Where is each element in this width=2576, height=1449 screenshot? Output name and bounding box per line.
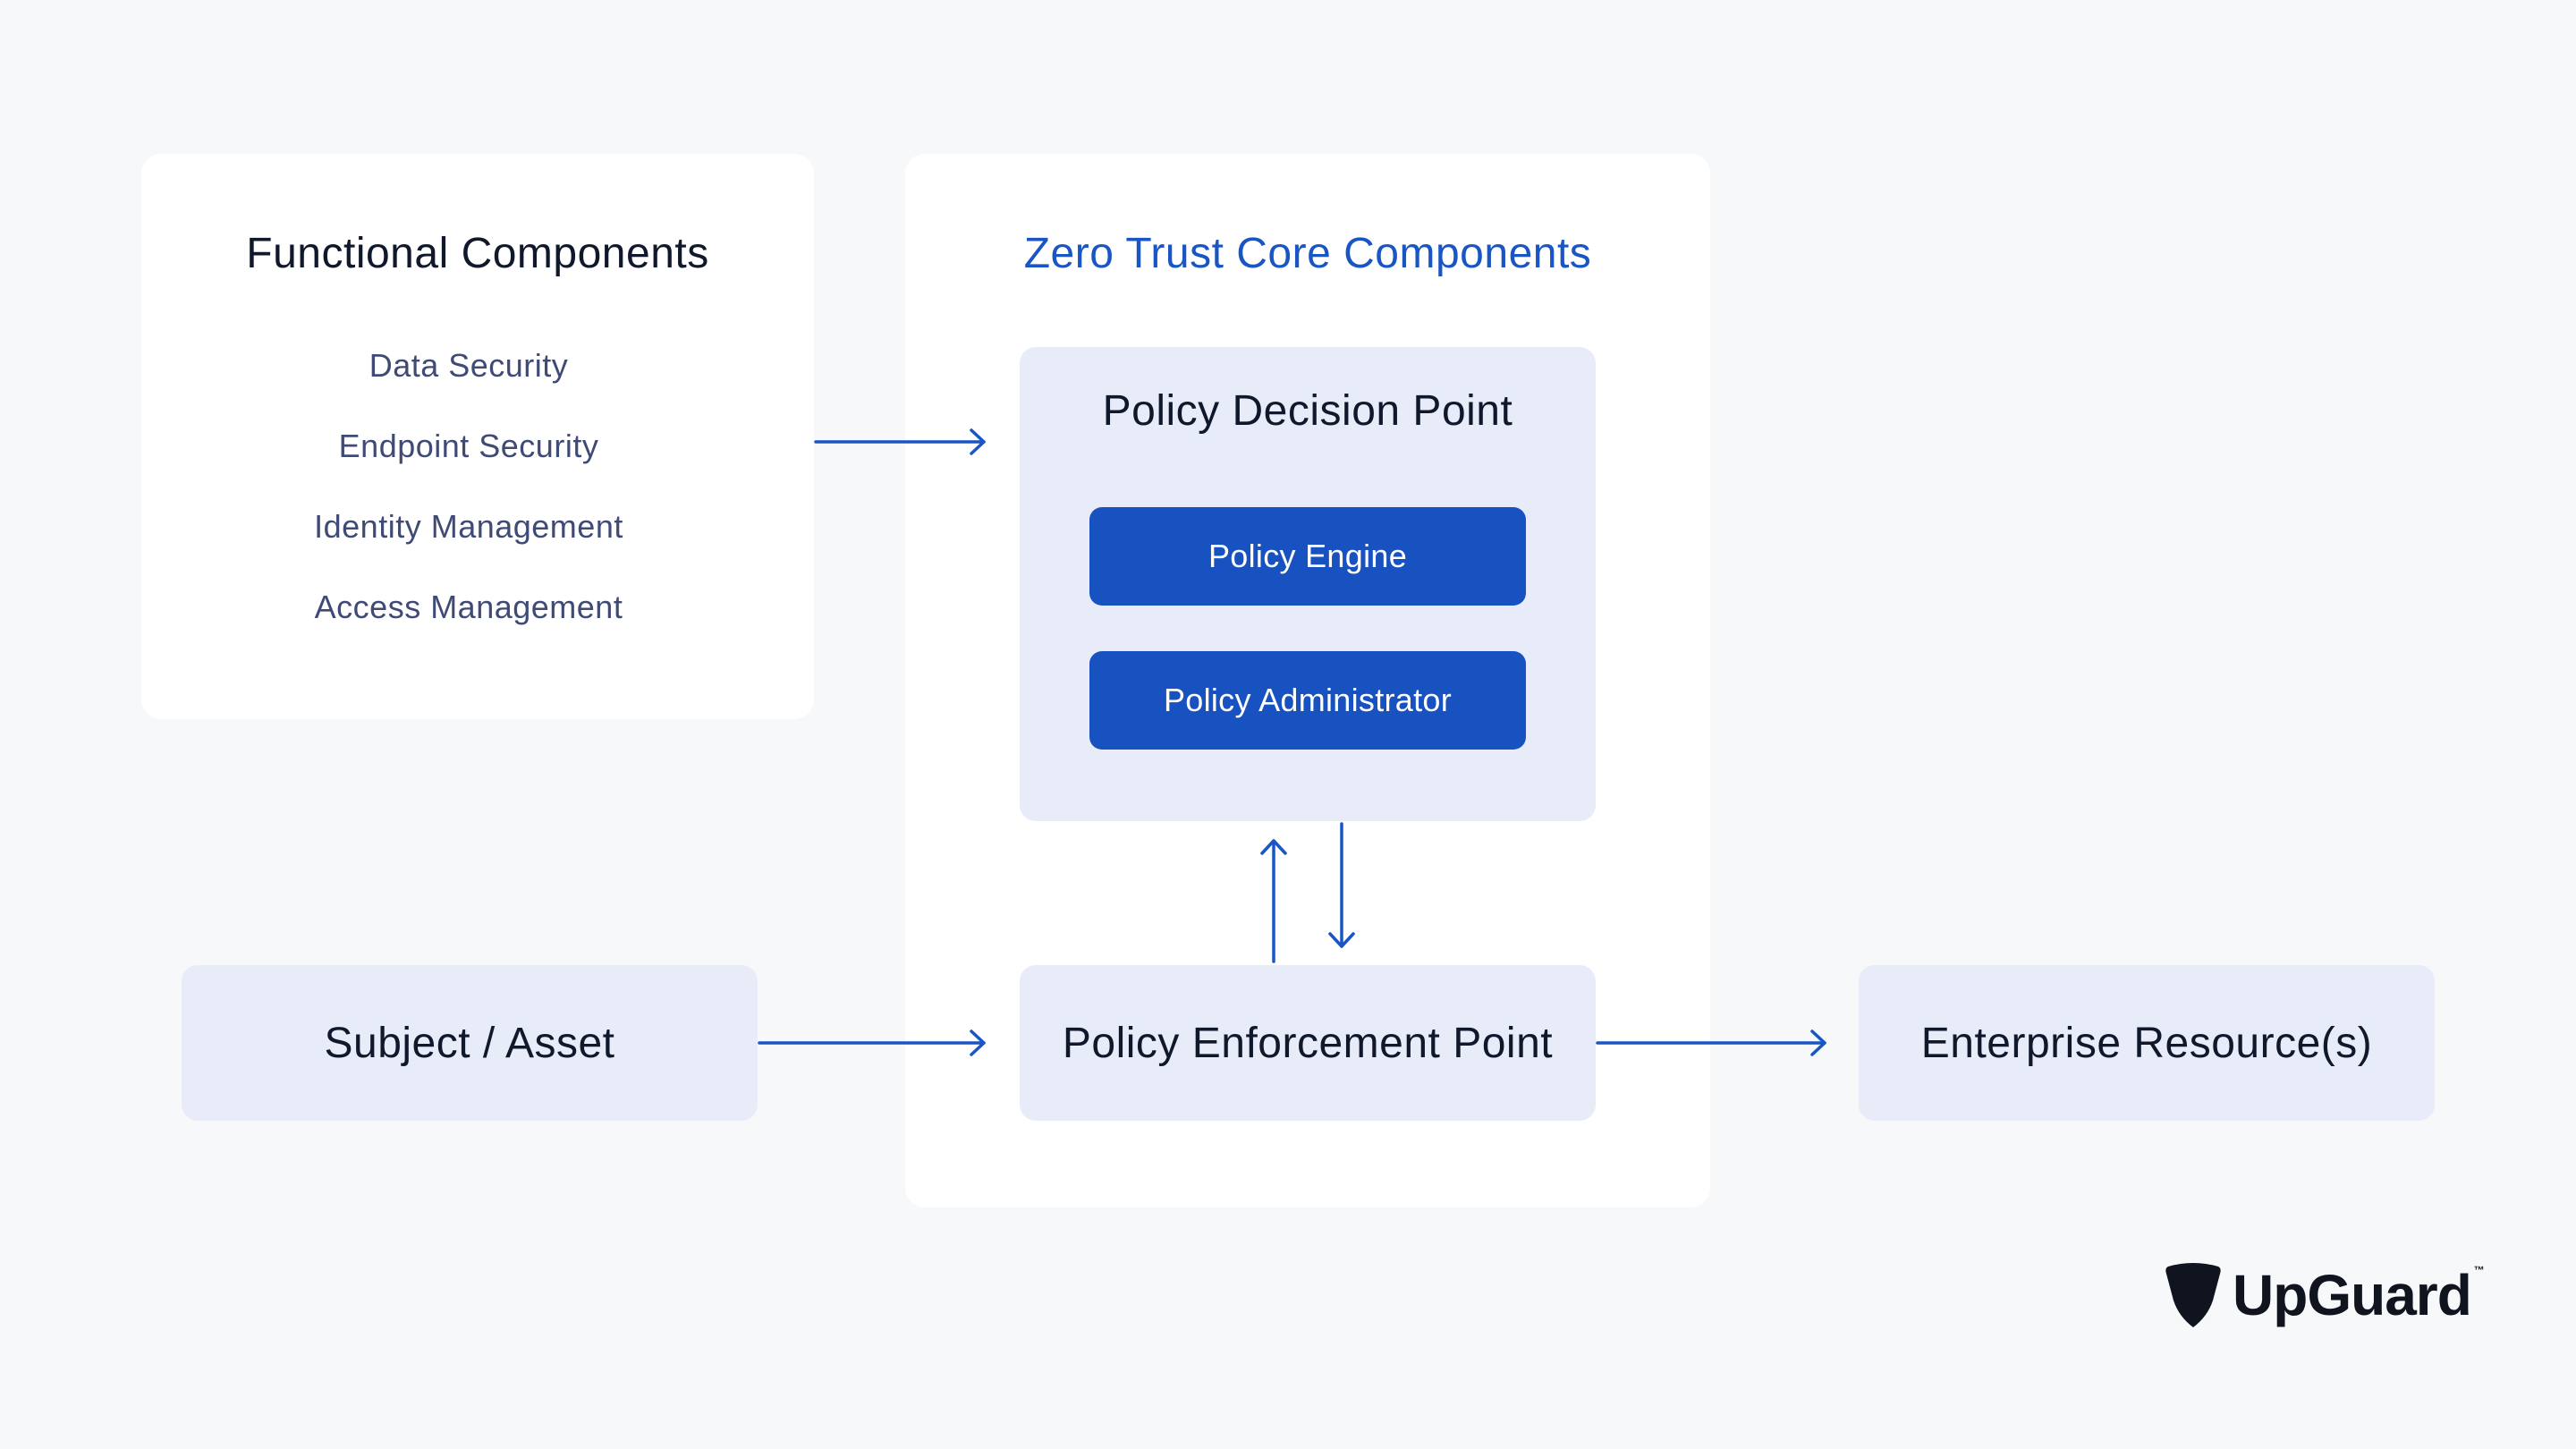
- upguard-shield-icon: [2165, 1263, 2221, 1327]
- policy-administrator-button: Policy Administrator: [1089, 651, 1526, 750]
- policy-engine-button: Policy Engine: [1089, 507, 1526, 606]
- fc-item-data-security: Data Security: [369, 347, 569, 384]
- subject-asset-box: Subject / Asset: [182, 965, 758, 1121]
- fc-item-access-management: Access Management: [314, 589, 623, 625]
- enterprise-resources-box: Enterprise Resource(s): [1859, 965, 2435, 1121]
- functional-components-panel: Functional Components Data Security Endp…: [141, 154, 814, 719]
- upguard-wordmark-text: UpGuard: [2233, 1263, 2472, 1327]
- fc-item-endpoint-security: Endpoint Security: [338, 428, 599, 464]
- policy-enforcement-point-box: Policy Enforcement Point: [1020, 965, 1596, 1121]
- core-components-title: Zero Trust Core Components: [1023, 230, 1592, 277]
- upguard-trademark: ™: [2473, 1264, 2485, 1276]
- fc-item-identity-management: Identity Management: [314, 508, 623, 545]
- functional-components-title: Functional Components: [246, 230, 709, 277]
- policy-decision-point-title: Policy Decision Point: [1102, 387, 1513, 435]
